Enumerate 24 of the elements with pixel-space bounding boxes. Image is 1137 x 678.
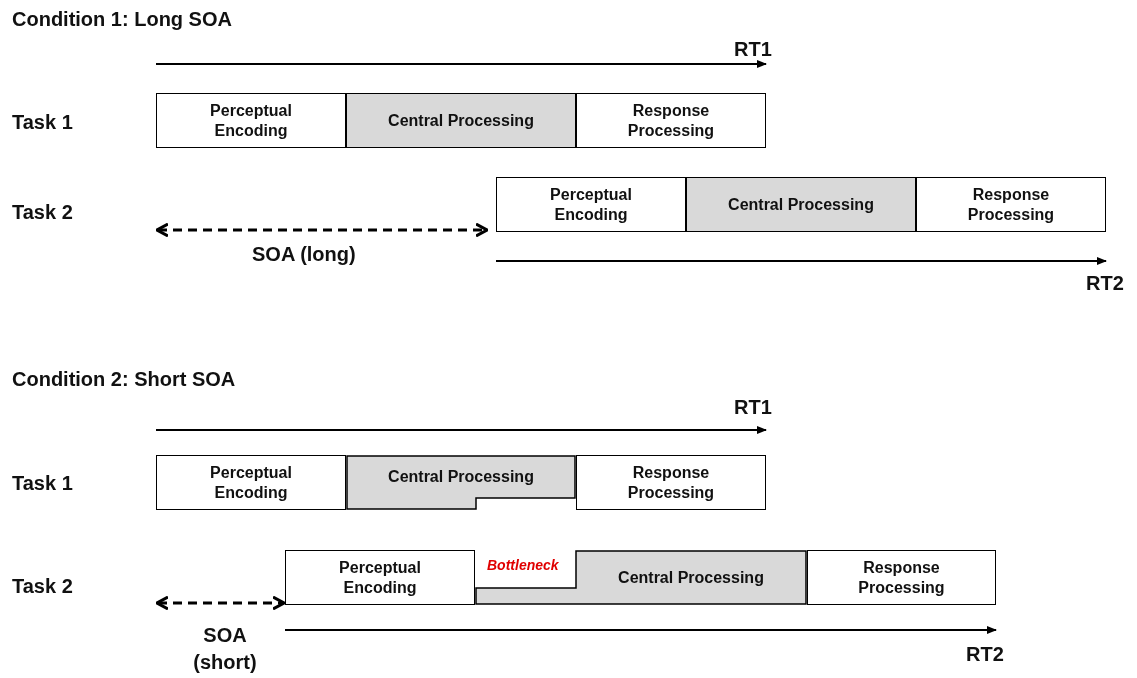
task-label: Task 1 [12, 111, 73, 134]
time-label: RT2 [1086, 272, 1124, 295]
process-stage-box: Response Processing [807, 550, 996, 605]
process-stage-box: Central Processing [346, 93, 576, 148]
process-stage-box: Response Processing [576, 93, 766, 148]
task-label: Task 1 [12, 472, 73, 495]
process-stage-box: Response Processing [576, 455, 766, 510]
heading: Condition 2: Short SOA [12, 368, 236, 391]
task-label: Task 2 [12, 201, 73, 224]
time-label: RT2 [966, 643, 1004, 666]
process-stage-box: Perceptual Encoding [496, 177, 686, 232]
interval-label: SOA (long) [252, 243, 356, 266]
process-stage-box: Response Processing [916, 177, 1106, 232]
heading: Condition 1: Long SOA [12, 8, 232, 31]
process-stage-box: Perceptual Encoding [156, 93, 346, 148]
annotation-label: Bottleneck [487, 557, 559, 573]
process-stage-box: Central Processing [346, 455, 576, 510]
process-stage-box: Perceptual Encoding [156, 455, 346, 510]
time-label: RT1 [734, 38, 772, 61]
interval-label: SOA (short) [193, 623, 257, 675]
process-stage-box: Perceptual Encoding [285, 550, 475, 605]
process-stage-box: Central Processing [686, 177, 916, 232]
task-label: Task 2 [12, 575, 73, 598]
time-label: RT1 [734, 396, 772, 419]
